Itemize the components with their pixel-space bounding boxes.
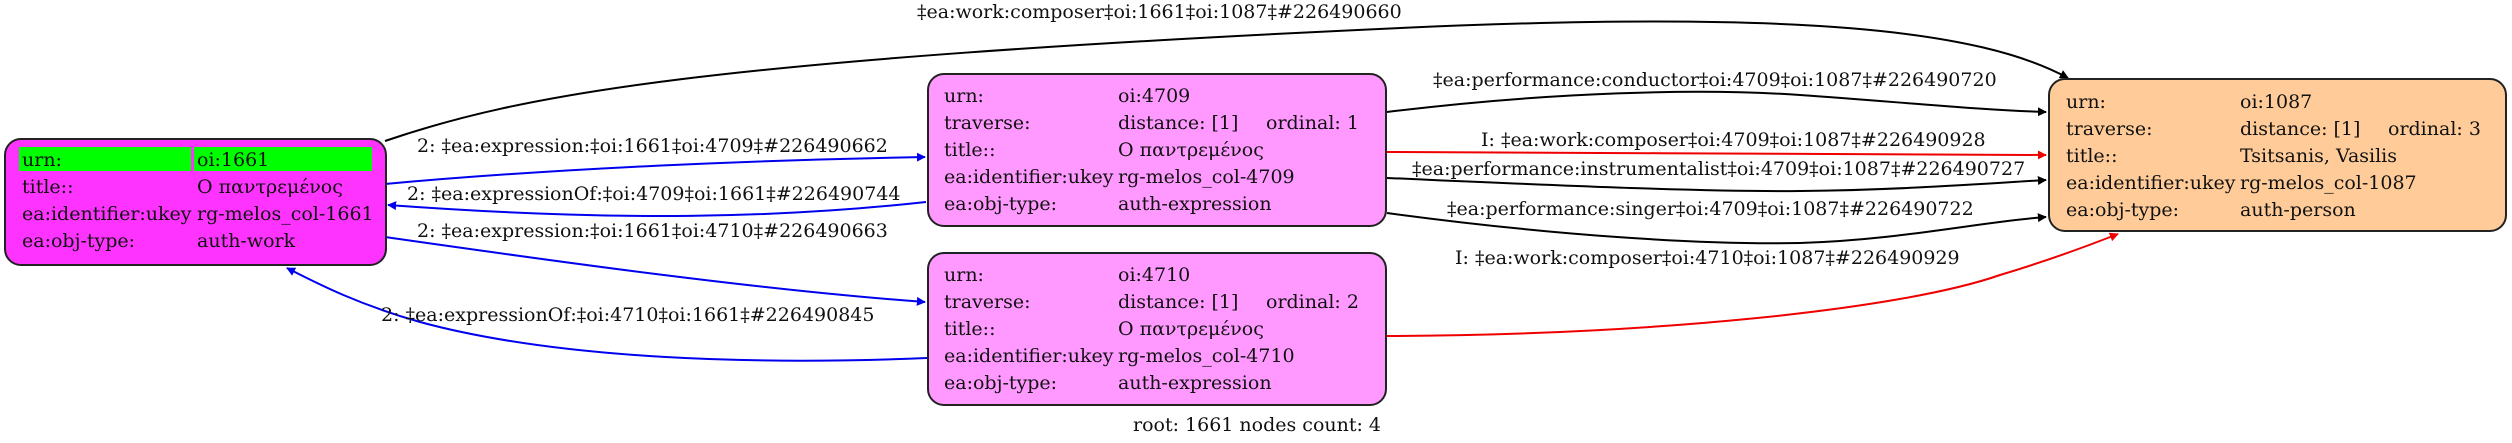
edge-line xyxy=(384,20,2069,142)
row-key: ea:obj-type: xyxy=(944,193,1057,215)
edge-expression-1661-4709[interactable]: 2: ‡ea:expression:‡oi:1661‡oi:4709‡#2264… xyxy=(384,135,926,185)
edge-label: ‡ea:performance:instrumentalist‡oi:4709‡… xyxy=(1412,158,2025,180)
row-key: title:: xyxy=(944,139,995,161)
row-value: auth-person xyxy=(2240,199,2356,221)
row-extra: ordinal: 2 xyxy=(1266,291,1359,313)
edge-label: I: ‡ea:work:composer‡oi:4710‡oi:1087‡#22… xyxy=(1455,247,1960,269)
row-value: auth-work xyxy=(197,230,296,252)
node-box xyxy=(927,73,1387,227)
edge-expression-1661-4710[interactable]: 2: ‡ea:expression:‡oi:1661‡oi:4710‡#2264… xyxy=(384,220,926,306)
row-key: ea:obj-type: xyxy=(944,372,1057,394)
node-oi-4710[interactable]: urn: oi:4710 traverse: distance: [1] ord… xyxy=(927,252,1387,406)
row-extra: ordinal: 1 xyxy=(1266,112,1359,134)
node-oi-1661[interactable]: urn: oi:1661 title:: Ο παντρεμένος ea:id… xyxy=(4,138,387,266)
edge-expressionOf-4710-1661[interactable]: 2: ‡ea:expressionOf:‡oi:4710‡oi:1661‡#22… xyxy=(286,267,928,362)
edge-expressionOf-4709-1661[interactable]: 2: ‡ea:expressionOf:‡oi:4709‡oi:1661‡#22… xyxy=(387,183,927,218)
row-value: rg-melos_col-1661 xyxy=(197,203,374,225)
row-value: rg-melos_col-1087 xyxy=(2240,172,2417,194)
row-value: distance: [1] xyxy=(2240,118,2360,140)
row-key: ea:identifier:ukey xyxy=(2066,172,2236,194)
edge-work-composer-4709-1087[interactable]: I: ‡ea:work:composer‡oi:4709‡oi:1087‡#22… xyxy=(1386,129,2047,160)
row-key: traverse: xyxy=(944,112,1031,134)
graph-footer: root: 1661 nodes count: 4 xyxy=(1133,414,1381,436)
row-key: ea:identifier:ukey xyxy=(944,345,1114,367)
row-value: rg-melos_col-4709 xyxy=(1118,166,1295,188)
row-value: distance: [1] xyxy=(1118,291,1238,313)
edge-work-composer-1661-1087[interactable]: ‡ea:work:composer‡oi:1661‡oi:1087‡#22649… xyxy=(384,1,2069,142)
node-box xyxy=(2048,78,2507,232)
edge-label: 2: ‡ea:expression:‡oi:1661‡oi:4709‡#2264… xyxy=(417,135,888,157)
edge-line xyxy=(1386,232,2119,337)
row-key: traverse: xyxy=(944,291,1031,313)
row-key: ea:identifier:ukey xyxy=(22,203,192,225)
edge-performance-conductor-4709-1087[interactable]: ‡ea:performance:conductor‡oi:4709‡oi:108… xyxy=(1386,69,2047,117)
edge-label: 2: ‡ea:expressionOf:‡oi:4710‡oi:1661‡#22… xyxy=(381,304,874,326)
edge-work-composer-4710-1087[interactable]: I: ‡ea:work:composer‡oi:4710‡oi:1087‡#22… xyxy=(1386,232,2119,337)
edge-label: 2: ‡ea:expressionOf:‡oi:4709‡oi:1661‡#22… xyxy=(407,183,900,205)
edge-label: 2: ‡ea:expression:‡oi:1661‡oi:4710‡#2264… xyxy=(417,220,888,242)
row-value: oi:1661 xyxy=(197,149,269,171)
row-key: title:: xyxy=(944,318,995,340)
row-value: Ο παντρεμένος xyxy=(1118,139,1264,161)
row-value: Ο παντρεμένος xyxy=(1118,318,1264,340)
edge-label: ‡ea:work:composer‡oi:1661‡oi:1087‡#22649… xyxy=(917,1,1402,23)
row-key: title:: xyxy=(22,176,73,198)
row-extra: ordinal: 3 xyxy=(2388,118,2481,140)
root-highlight-value xyxy=(194,147,372,171)
node-box xyxy=(927,252,1387,406)
row-value: distance: [1] xyxy=(1118,112,1238,134)
row-value: Tsitsanis, Vasilis xyxy=(2240,145,2397,167)
row-value: oi:4710 xyxy=(1118,264,1190,286)
edge-line xyxy=(1386,90,2047,117)
row-key: title:: xyxy=(2066,145,2117,167)
edge-line xyxy=(384,236,926,306)
row-value: auth-expression xyxy=(1118,372,1272,394)
edge-label: I: ‡ea:work:composer‡oi:4709‡oi:1087‡#22… xyxy=(1481,129,1986,151)
edge-label: ‡ea:performance:conductor‡oi:4709‡oi:108… xyxy=(1433,69,1997,91)
row-value: Ο παντρεμένος xyxy=(197,176,343,198)
edge-line xyxy=(384,152,926,185)
row-value: rg-melos_col-4710 xyxy=(1118,345,1295,367)
row-key: urn: xyxy=(22,149,62,171)
row-value: oi:1087 xyxy=(2240,91,2312,113)
node-oi-1087[interactable]: urn: oi:1087 traverse: distance: [1] ord… xyxy=(2048,78,2507,232)
edge-label: ‡ea:performance:singer‡oi:4709‡oi:1087‡#… xyxy=(1447,198,1974,220)
row-key: ea:identifier:ukey xyxy=(944,166,1114,188)
row-value: auth-expression xyxy=(1118,193,1272,215)
edge-line xyxy=(286,267,928,362)
edge-line xyxy=(1386,212,2047,245)
root-highlight-key xyxy=(19,147,191,171)
row-key: urn: xyxy=(944,264,984,286)
edge-line xyxy=(387,201,927,218)
row-value: oi:4709 xyxy=(1118,85,1190,107)
edge-performance-singer-4709-1087[interactable]: ‡ea:performance:singer‡oi:4709‡oi:1087‡#… xyxy=(1386,198,2047,245)
edge-performance-instrumentalist-4709-1087[interactable]: ‡ea:performance:instrumentalist‡oi:4709‡… xyxy=(1386,158,2047,193)
row-key: urn: xyxy=(2066,91,2106,113)
node-oi-4709[interactable]: urn: oi:4709 traverse: distance: [1] ord… xyxy=(927,73,1387,227)
row-key: ea:obj-type: xyxy=(2066,199,2179,221)
row-key: urn: xyxy=(944,85,984,107)
edge-line xyxy=(1386,175,2047,193)
edge-line xyxy=(1386,150,2047,160)
row-key: traverse: xyxy=(2066,118,2153,140)
row-key: ea:obj-type: xyxy=(22,230,135,252)
